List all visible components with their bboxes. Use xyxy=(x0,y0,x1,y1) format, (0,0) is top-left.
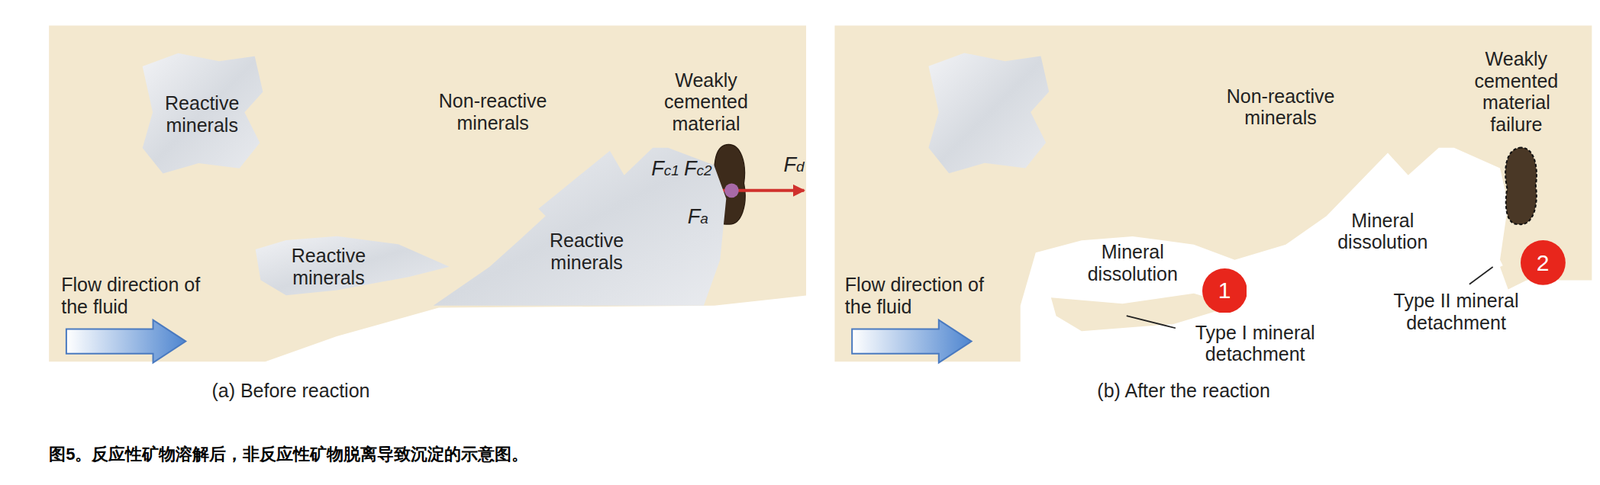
cement-b xyxy=(1505,148,1537,226)
process-label: Mineral dissolution xyxy=(1329,209,1436,255)
reactive-mineral: Reactive minerals xyxy=(253,234,452,298)
material-label: Weakly cemented material failure xyxy=(1470,48,1562,136)
mineral-outline xyxy=(433,148,727,307)
flow-arrow-b xyxy=(851,320,971,364)
flow-label: Flow direction of the fluid xyxy=(61,274,203,319)
force-label: Fc1 xyxy=(651,157,680,181)
callout-number: 2 xyxy=(1520,240,1566,286)
mineral-label: Reactive minerals xyxy=(278,245,378,290)
force-label: Fd xyxy=(783,153,804,178)
leader-line xyxy=(1469,267,1494,285)
matrix-a xyxy=(48,25,807,362)
figure-caption: 图5。反应性矿物溶解后，非反应性矿物脱离导致沉淀的示意图。 xyxy=(48,445,529,465)
mineral-label: Reactive minerals xyxy=(152,92,252,137)
force-label: Fc2 xyxy=(683,157,713,181)
dissolution-pore xyxy=(1020,148,1594,388)
mineral-label: Reactive minerals xyxy=(537,229,637,275)
detachment-label: Type II mineral detachment xyxy=(1380,290,1533,335)
material-label: Weakly cemented material xyxy=(660,69,752,136)
force-point xyxy=(724,183,739,199)
detachment-label: Type I mineral detachment xyxy=(1180,322,1330,367)
callout-circle xyxy=(1202,268,1248,314)
force-arrow-d xyxy=(731,189,804,193)
process-label: Mineral dissolution xyxy=(1079,241,1187,286)
leader-line xyxy=(1126,316,1176,329)
force-label: Fa xyxy=(687,205,709,230)
reactive-mineral: Reactive minerals xyxy=(140,51,265,176)
panel-label: (a) Before reaction xyxy=(130,380,452,403)
mineral-outline xyxy=(254,236,449,297)
region-label: Non-reactive minerals xyxy=(428,90,559,135)
reactive-mineral-b xyxy=(928,52,1049,174)
panel-label: (b) After the reaction xyxy=(1023,380,1345,403)
flow-arrow-a xyxy=(66,320,186,364)
callout-number: 1 xyxy=(1202,268,1248,314)
flow-label: Flow direction of the fluid xyxy=(845,274,987,319)
region-label: Non-reactive minerals xyxy=(1216,85,1346,130)
mineral-outline xyxy=(142,53,264,175)
callout-circle xyxy=(1520,240,1566,286)
callout-text: 1 xyxy=(1218,277,1232,304)
callout-text: 2 xyxy=(1536,250,1550,277)
